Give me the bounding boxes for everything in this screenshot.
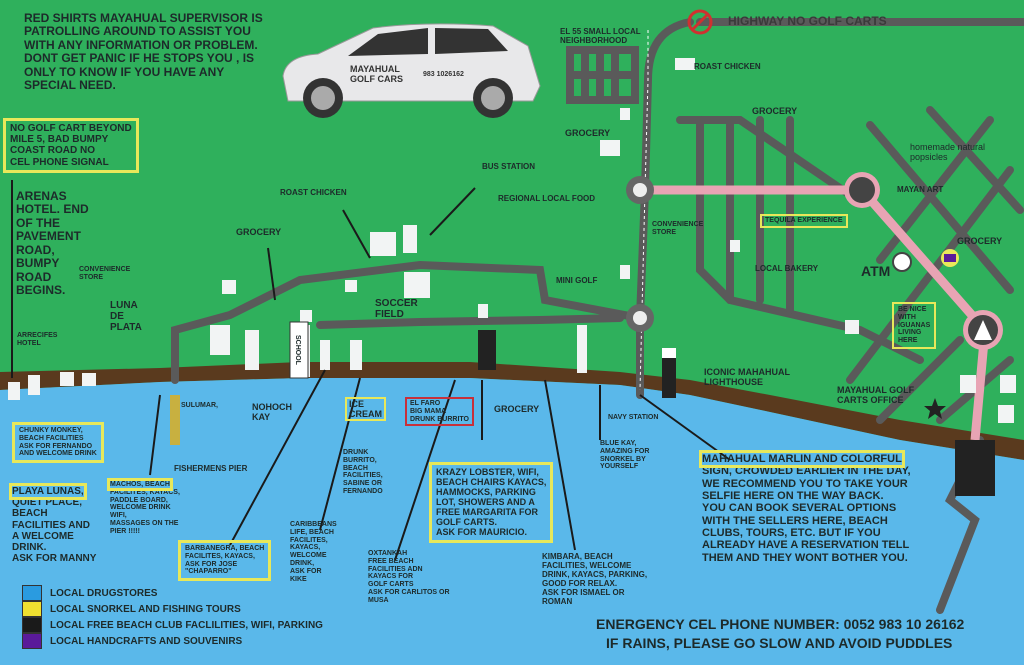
kimbara-label: KIMBARA, BEACH FACILITIES, WELCOME DRINK… xyxy=(542,552,648,606)
golf-office-star xyxy=(924,398,946,419)
legend-swatch-black xyxy=(22,617,42,633)
roast-chicken-north-label: ROAST CHICKEN xyxy=(694,62,761,71)
mini-golf-label: MINI GOLF xyxy=(556,276,598,285)
arenas-hotel-label: ARENAS HOTEL. END OF THE PAVEMENT ROAD, … xyxy=(16,189,89,298)
blue-kay-label: BLUE KAY, AMAZING FOR SNORKEL BY YOURSEL… xyxy=(600,440,650,471)
legend-item-beach-clubs: LOCAL FREE BEACH CLUB FACLILITIES, WIFI,… xyxy=(22,617,323,633)
legend-label: LOCAL DRUGSTORES xyxy=(50,587,158,599)
legend-item-tours: LOCAL SNORKEL AND FISHING TOURS xyxy=(22,601,323,617)
pointer-lines xyxy=(11,180,731,561)
legend-label: LOCAL HANDCRAFTS AND SOUVENIRS xyxy=(50,635,243,647)
legend-item-handcrafts: LOCAL HANDCRAFTS AND SOUVENIRS xyxy=(22,633,323,649)
iguanas-notice: BE NICE WITH IGUANAS LIVING HERE xyxy=(892,302,937,350)
golf-carts-office-label: MAYAHUAL GOLF CARTS OFFICE xyxy=(837,385,915,406)
machos-highlight: MACHOS, BEACH xyxy=(107,478,173,491)
nohoch-kay-label: NOHOCH KAY xyxy=(252,402,292,423)
drunk-burrito-label: DRUNK BURRITO, BEACH FACILITIES, SABINE … xyxy=(343,449,383,496)
marlin-text: SIGN, CROWDED EARLIER IN THE DAY, WE REC… xyxy=(702,465,911,564)
luna-de-plata-label: LUNA DE PLATA xyxy=(110,300,142,334)
shoreline xyxy=(0,362,1024,460)
school-label: SCHOOL xyxy=(293,335,301,365)
fishermens-pier-label: FISHERMENS PIER xyxy=(174,464,248,473)
chunky-monkey-label: CHUNKY MONKEY, BEACH FACILITIES ASK FOR … xyxy=(12,422,104,464)
roast-chicken-label: ROAST CHICKEN xyxy=(280,188,347,197)
main-road xyxy=(640,185,990,441)
el-faro-label: EL FARO BIG MAMA DRUNK BURRITO xyxy=(405,397,474,427)
legend-swatch-blue xyxy=(22,585,42,601)
regional-food-label: REGIONAL LOCAL FOOD xyxy=(498,194,596,203)
caribbeans-life-label: CARIBBEANS LIFE, BEACH FACILITES, KAYACS… xyxy=(290,521,337,583)
grocery-north-label: GROCERY xyxy=(752,106,798,116)
legend-swatch-purple xyxy=(22,633,42,649)
sea xyxy=(0,378,1024,665)
playa-lunas-text: QUIET PLACE, BEACH FACILITIES AND A WELC… xyxy=(12,497,97,565)
map-legend: LOCAL DRUGSTORES LOCAL SNORKEL AND FISHI… xyxy=(22,585,323,649)
popsicles-label: homemade natural popsicles xyxy=(910,142,986,163)
sulumar-label: SULUMAR, xyxy=(181,402,218,409)
car-icon xyxy=(282,23,541,118)
legend-item-drugstores: LOCAL DRUGSTORES xyxy=(22,585,323,601)
golf-cart-car-image: MAYAHUAL GOLF CARS 983 1026162 xyxy=(278,16,543,126)
grocery-mid-label: GROCERY xyxy=(565,128,611,138)
playa-lunas-highlight: PLAYA LUNAS, xyxy=(9,483,87,500)
legend-label: LOCAL FREE BEACH CLUB FACLILITIES, WIFI,… xyxy=(50,619,323,631)
krazy-lobster-label: KRAZY LOBSTER, WIFI, BEACH CHAIRS KAYACS… xyxy=(429,462,554,543)
legend-label: LOCAL SNORKEL AND FISHING TOURS xyxy=(50,603,241,615)
car-phone-text: 983 1026162 xyxy=(423,71,464,78)
el55-neighborhood-label: EL 55 SMALL LOCAL NEIGHBORHOOD xyxy=(560,27,641,45)
tequila-experience-label: TEQUILA EXPERIENCE xyxy=(760,214,848,228)
no-golf-cart-notice: NO GOLF CART BEYOND MILE 5, BAD BUMPY CO… xyxy=(3,118,139,173)
legend-swatch-yellow xyxy=(22,601,42,617)
convenience-store-east-label: CONVENIENCE STORE xyxy=(652,221,704,236)
emergency-phone-text: ENERGENCY CEL PHONE NUMBER: 0052 983 10 … xyxy=(596,616,965,632)
barbanegra-label: BARBANEGRA, BEACH FACILITES, KAYACS, ASK… xyxy=(178,540,272,582)
convenience-store-west-label: CONVENIENCE STORE xyxy=(79,266,131,281)
arrecifes-hotel-label: ARRECIFES HOTEL xyxy=(17,332,58,347)
roundabouts xyxy=(626,9,1003,350)
highway-label: HIGHWAY NO GOLF CARTS xyxy=(728,14,887,28)
marlin-highlight: MAHAHUAL MARLIN AND COLORFUL xyxy=(699,450,905,468)
playa-lunas-label: PLAYA LUNAS,QUIET PLACE, BEACH FACILITIE… xyxy=(9,483,97,565)
mayan-art-label: MAYAN ART xyxy=(897,185,944,194)
grocery-east-label: GROCERY xyxy=(957,236,1003,246)
oxtankah-label: OXTANKAH FREE BEACH FACILITIES ADN KAYAC… xyxy=(368,550,450,604)
machos-text: FACILITES, KAYACS, PADDLE BOARD, WELCOME… xyxy=(110,488,180,535)
atm-label: ATM xyxy=(861,263,891,279)
grocery-west-label: GROCERY xyxy=(236,227,282,237)
rain-warning-text: IF RAINS, PLEASE GO SLOW AND AVOID PUDDL… xyxy=(606,635,953,651)
ice-cream-label: ICE CREAM xyxy=(345,397,386,422)
grocery-beach-label: GROCERY xyxy=(494,404,540,414)
navy-station-label: NAVY STATION xyxy=(608,414,659,421)
lighthouse-label: ICONIC MAHAHUAL LIGHTHOUSE xyxy=(704,367,790,388)
supervisor-notice: RED SHIRTS MAYAHUAL SUPERVISOR IS PATROL… xyxy=(24,11,263,93)
local-bakery-label: LOCAL BAKERY xyxy=(755,264,819,273)
car-brand-text: MAYAHUAL GOLF CARS xyxy=(350,64,403,85)
bus-station-label: BUS STATION xyxy=(482,162,536,171)
soccer-field-label: SOCCER FIELD xyxy=(375,298,418,321)
